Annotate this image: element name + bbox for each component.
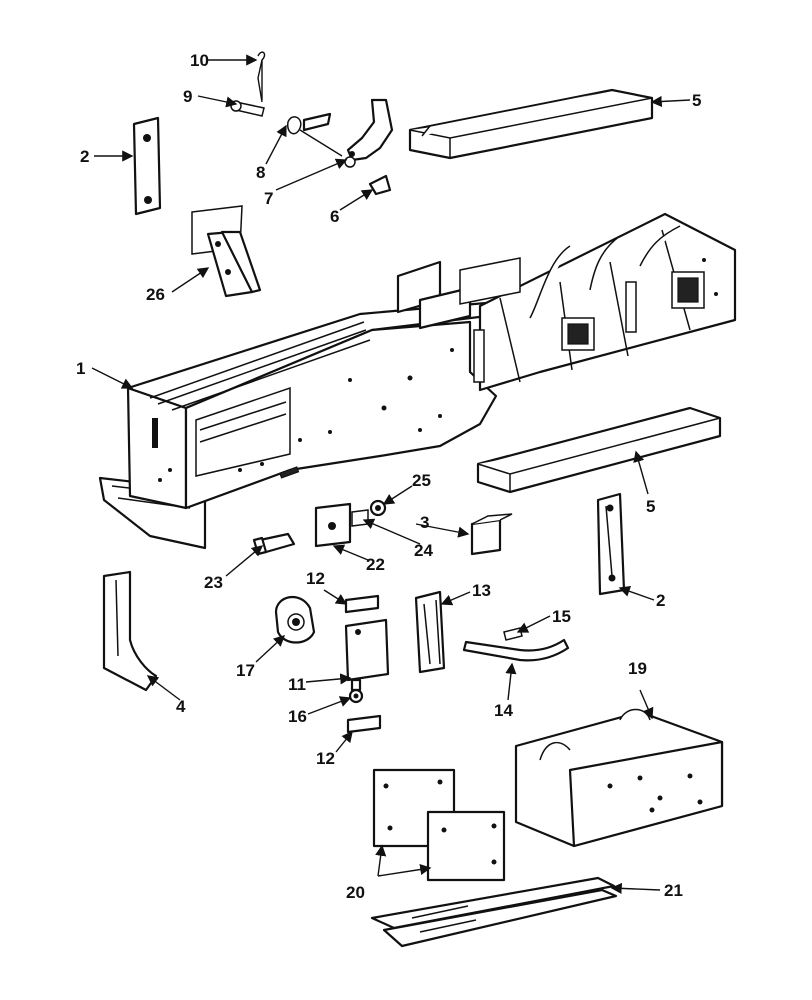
callout-23: 23 [204,573,223,592]
leader-lines [91,54,691,895]
callout-8: 8 [256,163,265,182]
callout-22: 22 [366,555,385,574]
callout-10: 10 [190,51,209,70]
callout-17: 17 [236,661,255,680]
callout-9: 9 [183,87,192,106]
channel-lower [476,406,722,494]
hinge-assembly [274,594,390,734]
callout-15: 15 [552,607,571,626]
callout-6: 6 [330,207,339,226]
callout-3: 3 [420,513,429,532]
gusset [102,570,158,692]
main-frame [98,212,737,550]
callout-5-lower: 5 [646,497,655,516]
callout-24: 24 [414,541,433,560]
callout-12-lower: 12 [316,749,335,768]
callout-1: 1 [76,359,85,378]
callout-14: 14 [494,701,513,720]
callout-13: 13 [472,581,491,600]
channel-upper [408,88,654,160]
callout-5-upper: 5 [692,91,701,110]
callout-16: 16 [288,707,307,726]
callout-2-lower: 2 [656,591,665,610]
callout-19: 19 [628,659,647,678]
callout-21: 21 [664,881,683,900]
mounting-bracket-upper [132,116,162,216]
callout-20: 20 [346,883,365,902]
callout-25: 25 [412,471,431,490]
strip-assembly [370,876,618,948]
callout-26: 26 [146,285,165,304]
mounting-plates [372,768,506,882]
callout-2-upper: 2 [80,147,89,166]
cage-assembly [514,708,724,848]
callout-4: 4 [176,697,186,716]
callout-labels: 10 9 2 8 7 6 5 26 1 5 3 25 24 22 23 2 4 … [76,51,701,902]
callout-12-upper: 12 [306,569,325,588]
clamp-bracket [414,590,446,674]
wear-plates [191,205,262,298]
callout-11: 11 [288,675,306,694]
callout-7: 7 [264,189,273,208]
latch-assembly [230,51,394,196]
handle-rod [462,627,570,662]
mounting-bracket-lower [596,492,626,596]
